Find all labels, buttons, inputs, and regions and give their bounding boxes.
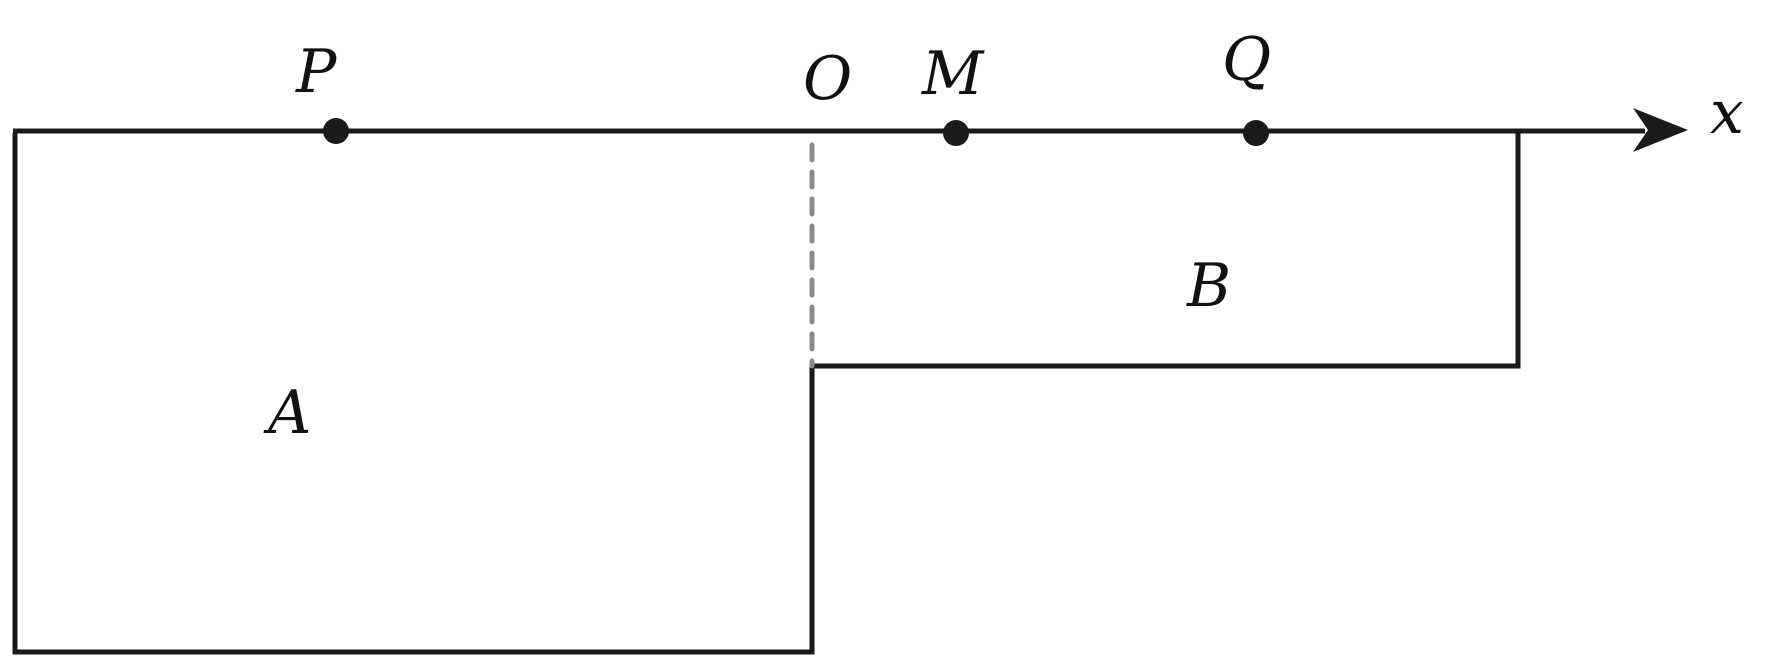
point-q-label: Q	[1222, 25, 1271, 95]
point-m-dot	[943, 120, 969, 146]
x-axis-arrowhead	[1633, 108, 1688, 152]
x-axis-label: x	[1710, 78, 1744, 148]
region-b-outline	[812, 133, 1521, 369]
point-m-label: M	[921, 39, 985, 109]
region-a-outline	[12, 133, 815, 655]
region-a-label: A	[263, 378, 311, 448]
point-p-dot	[323, 118, 349, 144]
region-b-label: B	[1186, 251, 1231, 321]
point-p-label: P	[295, 37, 338, 107]
point-q-dot	[1243, 120, 1269, 146]
point-o-label: O	[803, 44, 852, 114]
